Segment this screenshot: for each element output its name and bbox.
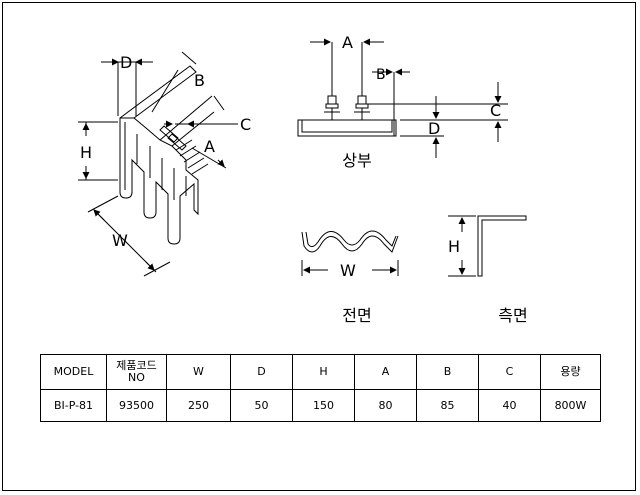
cell-b: 85 xyxy=(416,389,479,422)
top-view: A B C D xyxy=(297,33,508,158)
front-wave-outer xyxy=(301,231,399,253)
top-label-a: A xyxy=(342,33,353,52)
top-label-b: B xyxy=(376,67,386,83)
cell-capacity: 800W xyxy=(540,389,601,422)
header-a: A xyxy=(354,354,417,390)
isometric-view: D B C H A W xyxy=(78,51,251,277)
front-label-w: W xyxy=(340,261,356,280)
top-label-c: C xyxy=(490,101,501,120)
iso-label-d: D xyxy=(120,53,132,72)
cell-h: 150 xyxy=(292,389,355,422)
iso-label-h: H xyxy=(80,143,92,162)
top-label-d: D xyxy=(428,119,440,138)
front-wave-inner xyxy=(305,230,397,248)
caption-side-view: 측면 xyxy=(498,306,528,325)
header-w: W xyxy=(166,354,231,390)
iso-heater-outline xyxy=(119,117,199,245)
cell-d: 50 xyxy=(230,389,293,422)
header-h: H xyxy=(292,354,355,390)
header-d: D xyxy=(230,354,293,390)
spec-table-row: BI-P-81 93500 250 50 150 80 85 40 800W xyxy=(40,389,601,422)
iso-label-w: W xyxy=(112,231,128,250)
header-capacity: 용량 xyxy=(540,354,601,390)
cell-c: 40 xyxy=(478,389,541,422)
spec-table: MODEL 제품코드 NO W D H A B C 용량 BI-P-81 935… xyxy=(40,354,601,422)
top-terminal-left xyxy=(324,88,340,120)
iso-label-b: B xyxy=(194,71,205,90)
iso-label-c: C xyxy=(240,115,251,134)
header-product-code: 제품코드 NO xyxy=(106,354,167,390)
side-label-h: H xyxy=(448,237,460,256)
header-c: C xyxy=(478,354,541,390)
cell-w: 250 xyxy=(166,389,231,422)
cell-a: 80 xyxy=(354,389,417,422)
caption-front-view: 전면 xyxy=(342,306,372,325)
side-profile xyxy=(477,215,527,277)
spec-table-header: MODEL 제품코드 NO W D H A B C 용량 xyxy=(40,354,601,390)
top-terminal-right xyxy=(354,88,370,120)
iso-terminals xyxy=(159,125,209,175)
top-tray xyxy=(297,119,397,137)
iso-heater-inner xyxy=(124,122,187,200)
header-b: B xyxy=(416,354,479,390)
cell-product-code: 93500 xyxy=(106,389,167,422)
page-border xyxy=(2,2,636,491)
iso-label-a: A xyxy=(204,137,215,156)
cell-model: BI-P-81 xyxy=(40,389,107,422)
header-product-code-line1: 제품코드 xyxy=(116,359,157,372)
front-view: W xyxy=(301,230,399,280)
header-model: MODEL xyxy=(40,354,107,390)
header-product-code-line2: NO xyxy=(128,371,145,384)
side-view: H xyxy=(448,215,527,277)
caption-top-view: 상부 xyxy=(342,151,372,170)
